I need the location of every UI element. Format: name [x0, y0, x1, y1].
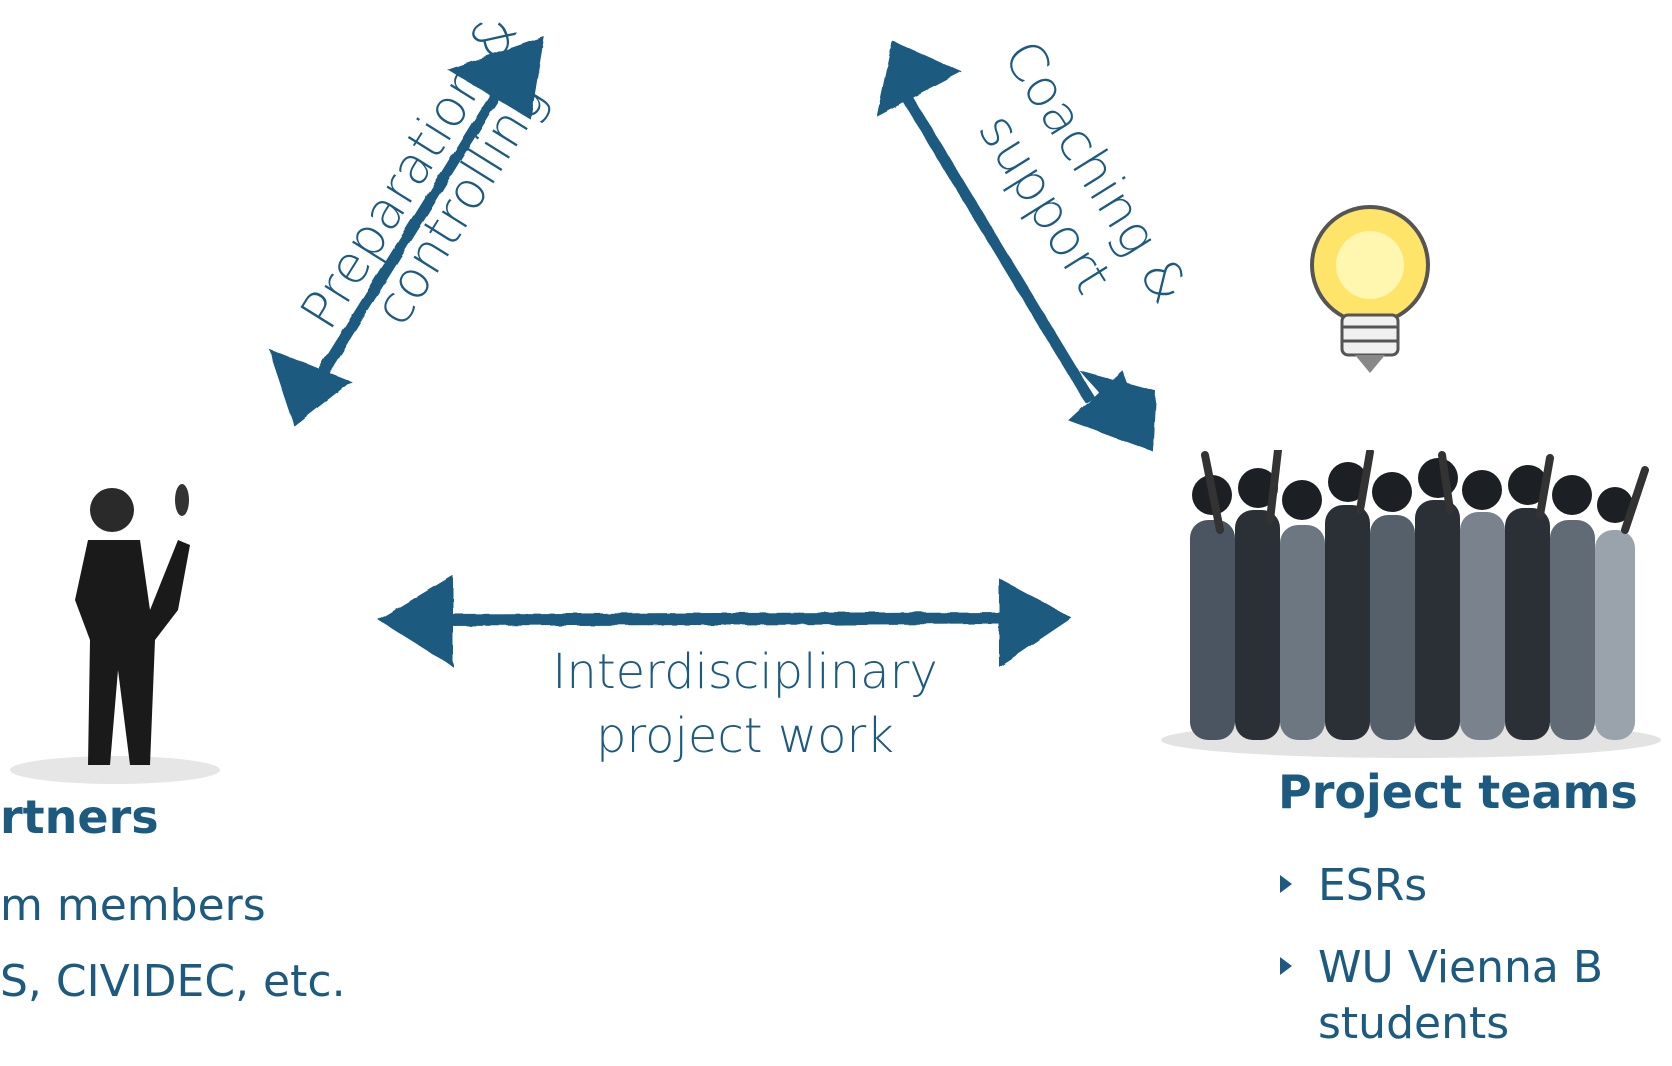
list-item: ESRs — [1280, 855, 1603, 917]
teams-item-2: WU Vienna B — [1318, 942, 1604, 993]
crowd-figures-icon — [1161, 450, 1661, 758]
bottom-arrow-label-line2: project work — [595, 708, 894, 764]
bullet-icon — [1280, 875, 1292, 893]
lightbulb-icon — [1310, 205, 1430, 373]
bullet-icon — [1280, 957, 1292, 975]
list-item: m members — [0, 875, 346, 937]
presenter-figure-icon — [10, 484, 220, 784]
right-double-arrow — [876, 40, 1157, 453]
teams-heading: Project teams — [1278, 765, 1638, 819]
partners-heading: rtners — [0, 790, 159, 844]
bottom-arrow-label-line1: Interdisciplinary — [552, 644, 938, 700]
teams-item-3: students — [1318, 998, 1510, 1049]
horizontal-double-arrow — [378, 575, 1072, 667]
list-item: students — [1280, 993, 1603, 1055]
teams-item-1: ESRs — [1318, 860, 1428, 911]
list-item: WU Vienna B — [1280, 937, 1603, 999]
partners-item-2: S, CIVIDEC, etc. — [0, 956, 346, 1007]
teams-list: ESRs WU Vienna B students — [1280, 855, 1603, 1055]
list-item: S, CIVIDEC, etc. — [0, 951, 346, 1013]
partners-list: m members S, CIVIDEC, etc. — [0, 875, 346, 1013]
bottom-arrow-label: Interdisciplinary project work — [495, 640, 995, 768]
partners-item-1: m members — [0, 880, 266, 931]
left-double-arrow — [268, 36, 545, 427]
